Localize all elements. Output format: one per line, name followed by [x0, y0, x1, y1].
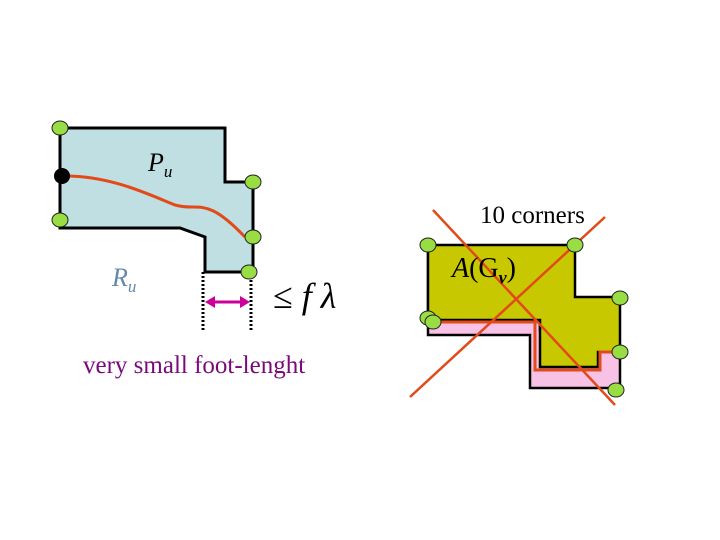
start-node [54, 168, 70, 184]
path-pu-label: Pu [148, 148, 172, 182]
region-ru-label: Ru [112, 263, 136, 297]
foot-arrow-head-left [205, 296, 215, 308]
path-pu-sub: u [163, 162, 173, 182]
corners-count-label: 10 corners [480, 202, 585, 229]
path-pu-curve [61, 174, 247, 239]
foot-arrow-head-right [240, 296, 250, 308]
path-pu-main: P [148, 148, 164, 177]
corner-node [611, 344, 629, 360]
area-agv-label: A(Gv) [452, 253, 516, 289]
area-sub-v: v [498, 267, 507, 288]
f-symbol: f [301, 276, 312, 316]
region-ru-sub: u [127, 277, 137, 297]
corner-node [566, 237, 584, 253]
corner-node [51, 120, 69, 136]
area-paren-open: (G [469, 253, 499, 284]
corner-node [419, 237, 437, 253]
corner-node [244, 174, 262, 190]
corner-node [51, 212, 69, 228]
corner-node [611, 290, 629, 306]
leq-symbol: ≤ [273, 276, 293, 316]
caption-foot-length: very small foot-lenght [83, 352, 306, 379]
lambda-symbol: λ [320, 276, 337, 316]
corner-node [424, 314, 442, 330]
region-ru-main: R [112, 263, 128, 292]
corner-node [607, 382, 625, 398]
area-a: A [452, 253, 470, 284]
red-boundary-path [430, 320, 618, 372]
region-ru-shape [58, 126, 255, 274]
foot-bound-formula: ≤ f λ [273, 275, 336, 317]
cross-line-1 [432, 209, 616, 406]
corner-node [240, 264, 258, 280]
corner-node [244, 229, 262, 245]
area-paren-close: ) [506, 253, 516, 284]
